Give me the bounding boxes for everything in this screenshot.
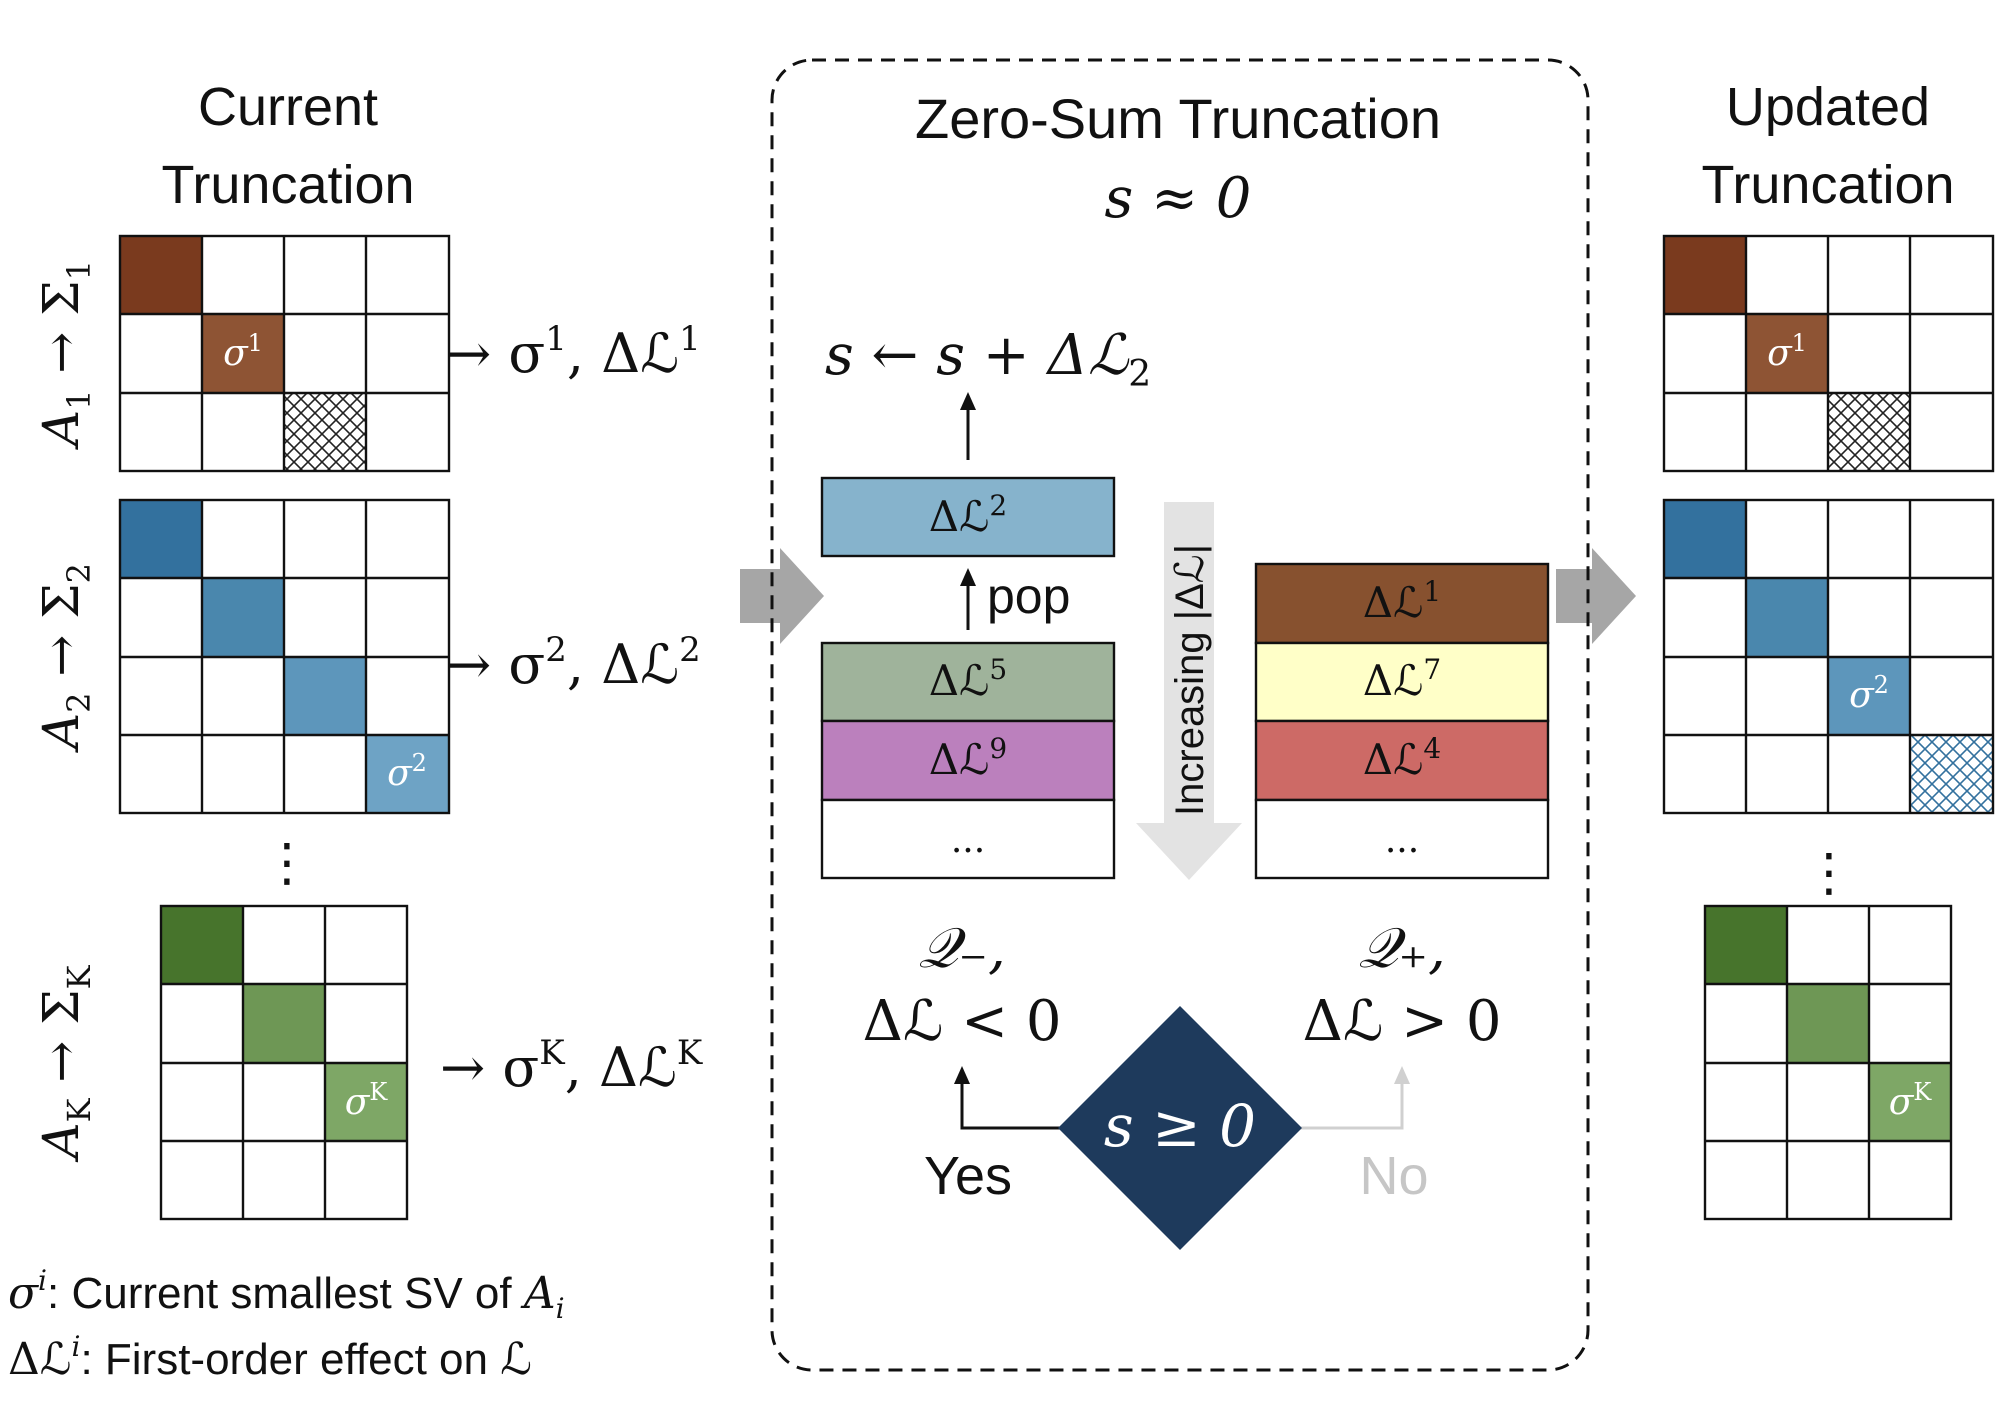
left-title-line1: Current [198,77,378,137]
updated-ak-sigma-label: σK [1889,1078,1933,1123]
updated-a1-cell-hatched [1828,393,1910,471]
pop-label: pop [987,568,1070,624]
middle-dashed-frame [770,58,1590,1372]
queue-plus-item-3-label: Δℒ4 [1363,732,1441,784]
queue-plus-item-4 [1254,798,1550,880]
popped-element-label: Δℒ2 [929,489,1007,541]
legend-line2: Δℒi: First-order effect on ℒ [8,1330,532,1385]
right-ellipsis: ⋮ [1803,844,1855,902]
queue-minus-item-1-label: Δℒ5 [929,653,1007,705]
row-output-a1: → σ1, Δℒ1 [446,319,701,385]
no-label: No [1359,1146,1428,1206]
queue-minus-condition: Δℒ < 0 [863,989,1062,1054]
middle-subtitle: s ≈ 0 [1105,166,1252,231]
matrix-a2-sigma-label: σ2 [387,749,427,794]
matrix-a1: σ1 [118,234,451,473]
yes-arrow-head [954,1066,970,1084]
queue-minus-item-1 [820,641,1116,723]
row-output-ak: → σK, ΔℒK [440,1033,703,1099]
right-title-line1: Updated [1726,77,1930,137]
no-arrow-head [1394,1066,1410,1084]
pop-arrow-head [960,568,976,586]
arrow-into-middle [740,548,824,644]
increasing-arrow [1136,502,1242,880]
updated-a2-cell-sigma [1828,657,1910,735]
queue-minus-item-3-label: ... [951,820,985,861]
row-label-a1: A1 → Σ1 [32,260,98,450]
queue-minus-item-2-label: Δℒ9 [929,732,1007,784]
update-rule: s ← s + Δℒ2 [825,323,1151,395]
matrix-a2-cell-1 [120,500,202,578]
queue-minus-item-3 [820,798,1116,880]
left-ellipsis: ⋮ [261,834,313,892]
updated-a1-cell-sigma [1746,314,1828,393]
arrow-to-update-head [960,392,976,410]
legend-line1: σi: Current smallest SV of Ai [8,1264,565,1325]
popped-element-box [820,476,1116,558]
row-output-a2: → σ2, Δℒ2 [446,630,701,696]
queue-minus-stack: Δℒ5 Δℒ9 ... [820,641,1116,880]
matrix-ak-cell-1 [161,906,243,984]
updated-matrix-a2: σ2 [1662,498,1995,815]
matrix-a1-sigma-label: σ1 [223,329,263,374]
matrix-a2: σ2 [118,498,451,815]
queue-plus-item-3 [1254,719,1550,802]
updated-a1-sigma-label: σ1 [1767,329,1807,374]
updated-a1-cell-1 [1664,236,1746,314]
updated-a2-cell-1 [1664,500,1746,578]
queue-plus-condition: Δℒ > 0 [1303,989,1502,1054]
left-title-line2: Truncation [161,155,414,215]
queue-plus-stack: Δℒ1 Δℒ7 Δℒ4 ... [1254,562,1550,880]
middle-title: Zero-Sum Truncation [915,87,1441,150]
queue-plus-item-2 [1254,641,1550,723]
matrix-a2-cell-2 [202,578,284,657]
row-label-a2: A2 → Σ2 [32,563,98,753]
yes-connector [960,1082,1060,1130]
arrow-into-right [1556,548,1636,644]
queue-plus-item-4-label: ... [1385,820,1419,861]
updated-a2-cell-2 [1746,578,1828,657]
matrix-ak-cell-2 [243,984,325,1063]
updated-ak-cell-2 [1787,984,1869,1063]
matrix-ak-sigma-label: σK [345,1078,389,1123]
yes-label: Yes [924,1146,1012,1206]
queue-plus-item-1 [1254,562,1550,645]
matrix-a2-cell-3 [284,657,366,735]
decision-label: s ≥ 0 [1104,1092,1256,1160]
updated-a2-cell-hatched [1910,735,1993,813]
right-title-line2: Truncation [1701,155,1954,215]
matrix-a1-cell-filled-1 [120,236,202,314]
updated-ak-cell-1 [1705,906,1787,984]
updated-matrix-a1: σ1 [1662,234,1995,473]
matrix-ak: σK [159,904,409,1221]
updated-matrix-ak: σK [1703,904,1953,1221]
matrix-a2-cell-sigma [366,735,449,813]
matrix-ak-cell-sigma [325,1063,407,1141]
increasing-label: Increasing |Δℒ| [1168,544,1212,816]
queue-minus-item-2 [820,719,1116,802]
matrix-a1-cell-sigma [202,314,284,393]
queue-plus-name: 𝒬₊, [1358,916,1446,981]
no-connector [1300,1082,1404,1130]
updated-ak-cell-sigma [1869,1063,1951,1141]
queue-plus-item-2-label: Δℒ7 [1363,653,1441,705]
row-label-ak: AK → ΣK [32,964,98,1162]
queue-plus-item-1-label: Δℒ1 [1363,575,1441,627]
decision-diamond [1058,1006,1302,1250]
matrix-a1-cell-hatched [284,393,366,471]
queue-minus-name: 𝒬₋, [918,916,1006,981]
updated-a2-sigma-label: σ2 [1849,671,1889,716]
